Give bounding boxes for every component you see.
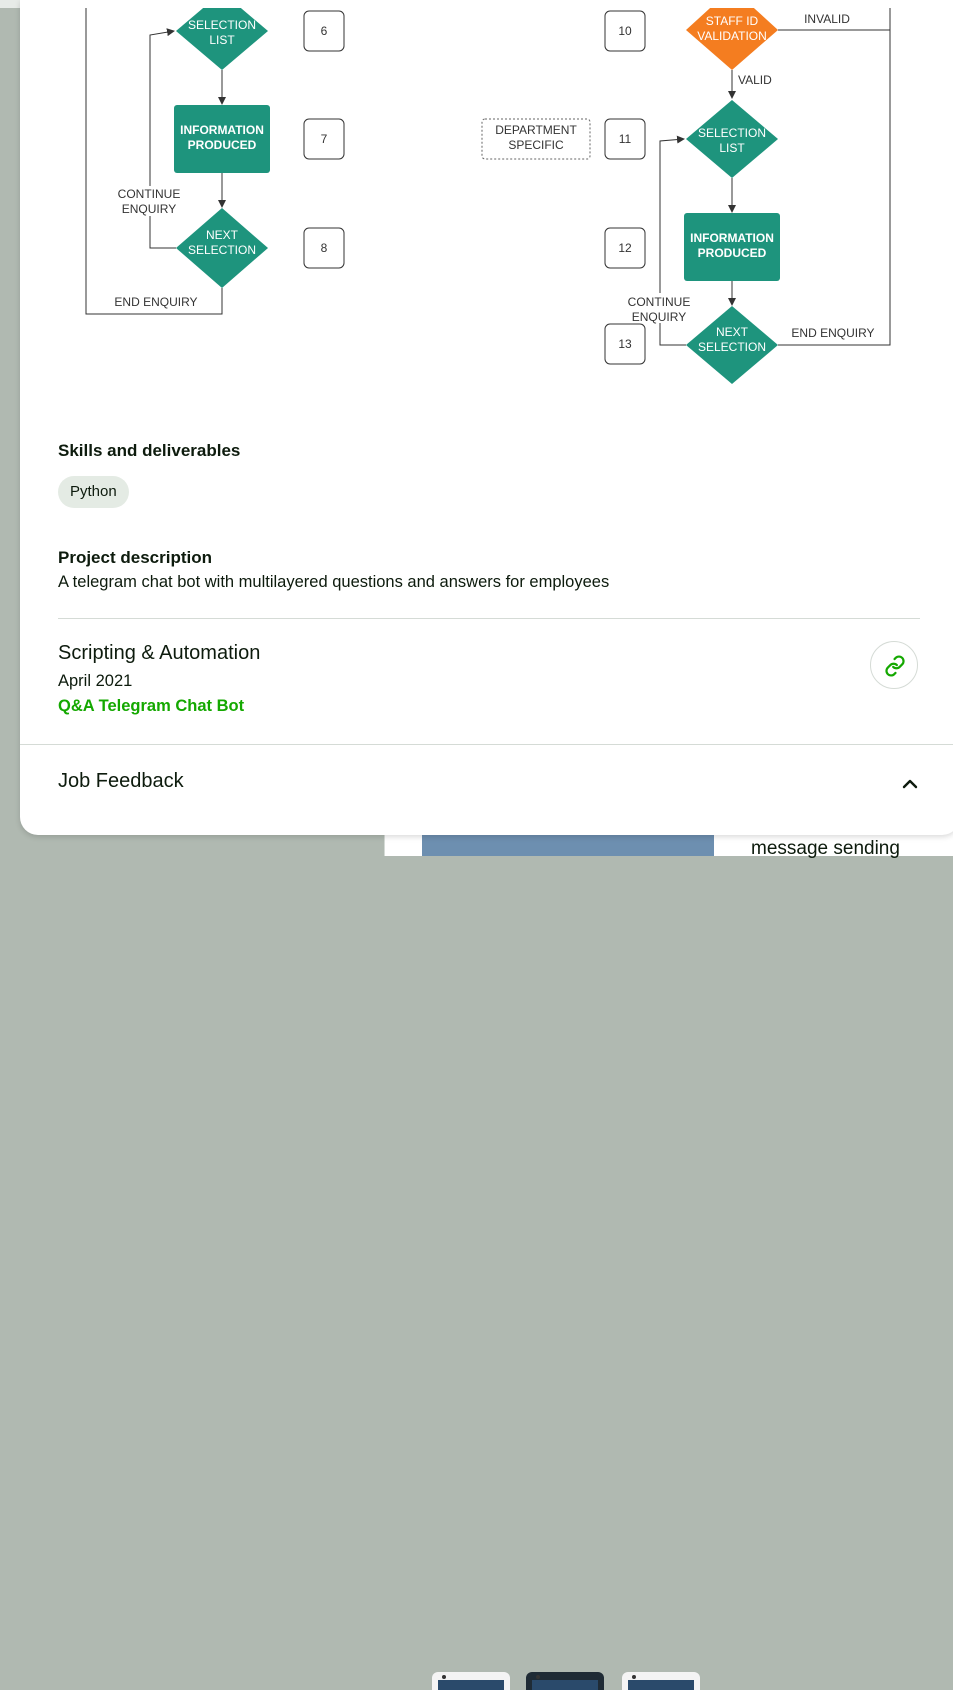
staff-id-validation-node: STAFF ID VALIDATION: [686, 8, 778, 70]
staff-id-line2: VALIDATION: [697, 29, 767, 43]
right-end-enquiry-label: END ENQUIRY: [791, 326, 874, 340]
project-flowchart-image: SELECTION LIST INFORMATION PRODUCED NEXT…: [58, 8, 920, 412]
svg-text:7: 7: [321, 132, 328, 146]
left-continue-line1: CONTINUE: [118, 187, 181, 201]
svg-text:10: 10: [618, 24, 632, 38]
section-divider: [58, 618, 920, 619]
project-date: April 2021: [58, 672, 133, 690]
chevron-up-icon: [902, 779, 918, 789]
project-description-text: A telegram chat bot with multilayered qu…: [58, 573, 610, 591]
right-step-10: 10: [604, 10, 646, 52]
phone-mockup: [622, 1672, 700, 1690]
skill-chip-python[interactable]: Python: [58, 476, 129, 508]
left-selection-list-line1: SELECTION: [188, 18, 256, 32]
svg-text:NEXT: NEXT: [716, 325, 749, 339]
svg-text:CONTINUE: CONTINUE: [628, 295, 691, 309]
skills-heading: Skills and deliverables: [58, 441, 241, 460]
svg-text:8: 8: [321, 241, 328, 255]
left-information-produced-node: INFORMATION PRODUCED: [174, 105, 270, 173]
job-feedback-heading[interactable]: Job Feedback: [58, 770, 184, 792]
svg-text:SELECTION: SELECTION: [698, 126, 766, 140]
background-divider: [384, 820, 385, 856]
left-step-6: 6: [303, 10, 345, 52]
link-icon: [885, 655, 905, 677]
left-next-selection-node: NEXT SELECTION: [176, 208, 268, 288]
svg-text:13: 13: [618, 337, 632, 351]
svg-text:LIST: LIST: [719, 141, 745, 155]
phone-mockup: [432, 1672, 510, 1690]
svg-text:12: 12: [618, 241, 632, 255]
svg-text:SELECTION: SELECTION: [698, 340, 766, 354]
right-step-12: 12: [604, 227, 646, 269]
project-category: Scripting & Automation: [58, 642, 261, 664]
left-next-line1: NEXT: [206, 228, 239, 242]
background-project-caption[interactable]: message sending: [751, 838, 900, 859]
right-step-13: 13: [604, 323, 646, 365]
project-description-heading: Project description: [58, 548, 212, 567]
background-portfolio-thumbnail[interactable]: [422, 834, 714, 1690]
project-link[interactable]: Q&A Telegram Chat Bot: [58, 697, 245, 715]
left-step-8: 8: [303, 227, 345, 269]
left-step-7: 7: [303, 118, 345, 160]
svg-text:SPECIFIC: SPECIFIC: [508, 138, 564, 152]
department-specific-node: DEPARTMENT SPECIFIC: [481, 118, 591, 160]
left-next-line2: SELECTION: [188, 243, 256, 257]
right-step-11: 11: [604, 118, 646, 160]
phone-mockup: [526, 1672, 604, 1690]
valid-label: VALID: [738, 73, 772, 87]
svg-text:DEPARTMENT: DEPARTMENT: [495, 123, 577, 137]
staff-id-line1: STAFF ID: [706, 14, 759, 28]
svg-text:PRODUCED: PRODUCED: [698, 246, 767, 260]
right-next-selection-node: NEXT SELECTION: [686, 306, 778, 384]
left-selection-list-node: SELECTION LIST: [176, 8, 268, 70]
copy-link-button[interactable]: [870, 641, 918, 689]
svg-text:11: 11: [619, 132, 632, 146]
collapse-feedback-button[interactable]: [898, 772, 922, 796]
left-selection-list-line2: LIST: [209, 33, 235, 47]
svg-text:INFORMATION: INFORMATION: [690, 231, 774, 245]
left-end-enquiry-label: END ENQUIRY: [114, 295, 197, 309]
left-info-line2: PRODUCED: [188, 138, 257, 152]
invalid-label: INVALID: [804, 12, 850, 26]
svg-text:6: 6: [321, 24, 328, 38]
left-continue-line2: ENQUIRY: [122, 202, 176, 216]
feedback-divider: [20, 744, 953, 745]
right-information-produced-node: INFORMATION PRODUCED: [684, 213, 780, 281]
left-info-line1: INFORMATION: [180, 123, 264, 137]
svg-text:ENQUIRY: ENQUIRY: [632, 310, 686, 324]
right-selection-list-node: SELECTION LIST: [686, 100, 778, 178]
